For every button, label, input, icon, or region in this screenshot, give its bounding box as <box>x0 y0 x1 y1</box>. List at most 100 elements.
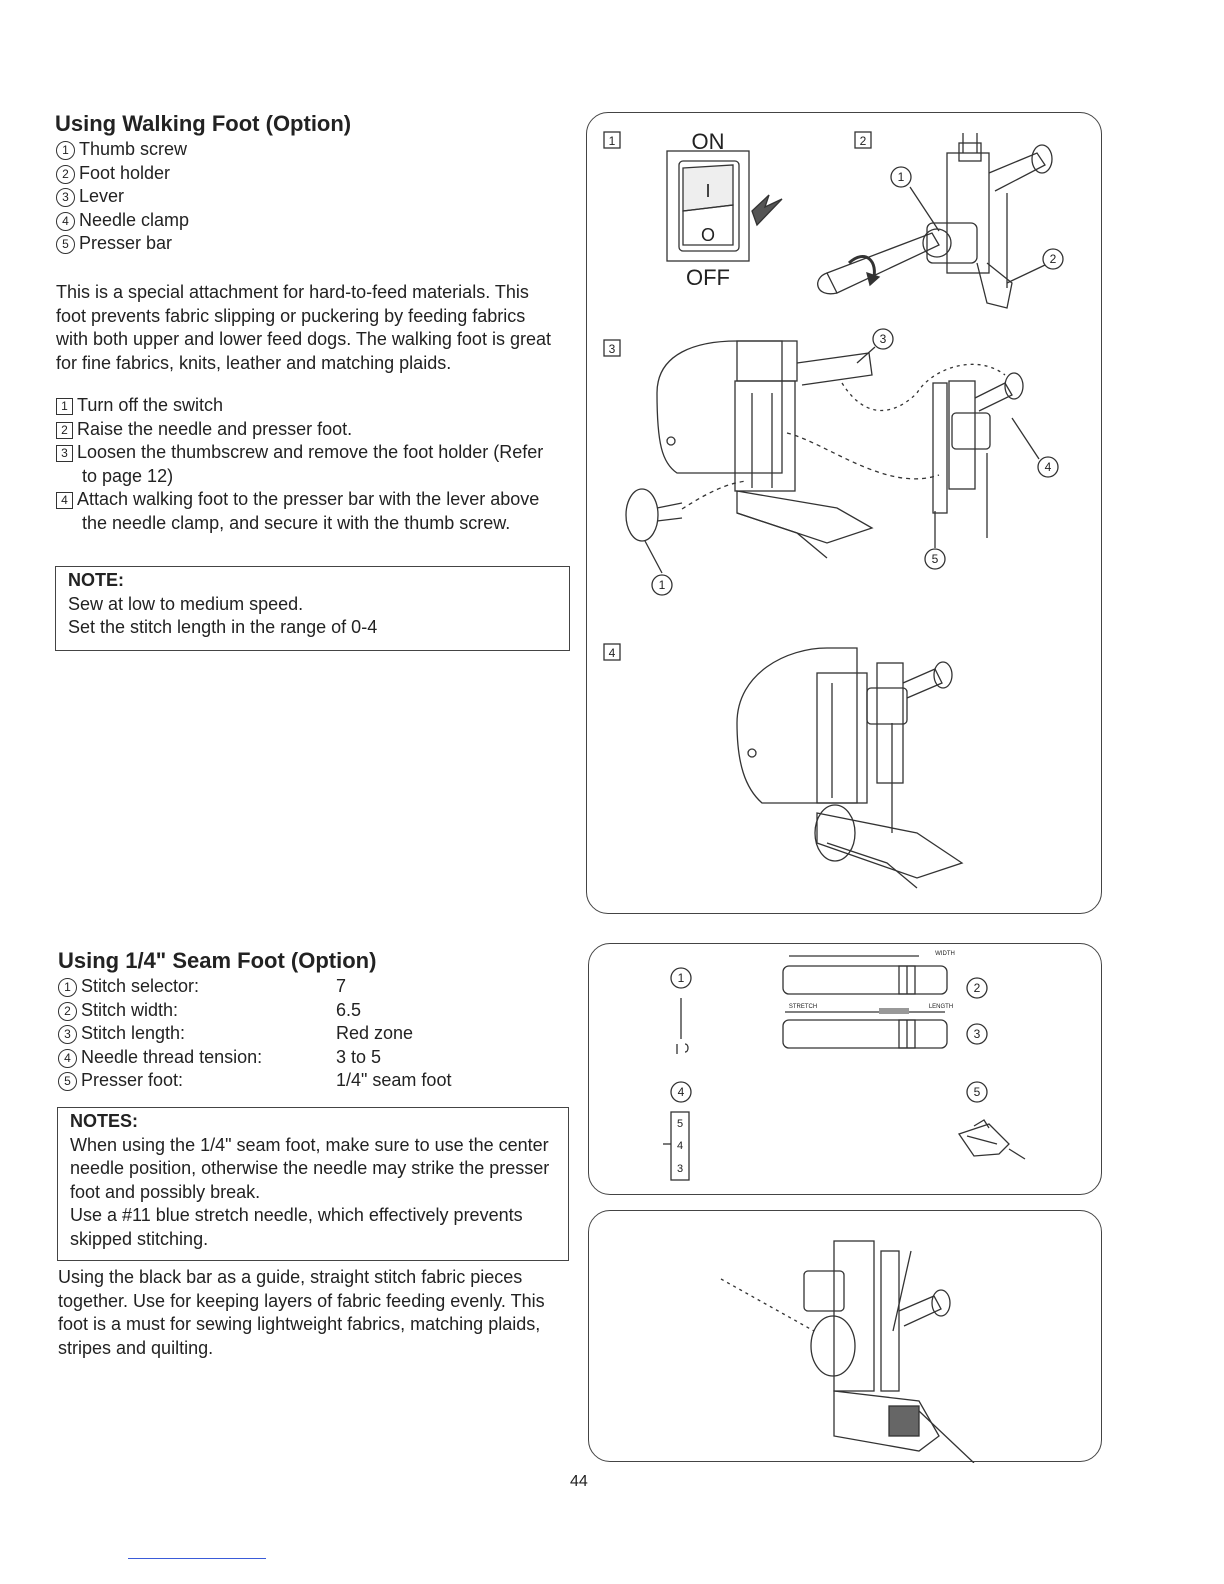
callout-4-icon <box>1037 456 1059 478</box>
callout-5-icon <box>924 548 946 570</box>
setting-value: 1/4" seam foot <box>336 1070 452 1090</box>
power-switch-icon <box>666 150 783 262</box>
callout-number: 3 <box>974 1027 981 1041</box>
walking-foot-attachment-icon <box>625 340 1024 559</box>
callout-1-icon <box>670 967 692 989</box>
setting-value: Red zone <box>336 1023 414 1043</box>
walking-foot-figure-panel: 1 2 3 4 ON OFF I O 1 2 3 4 5 1 <box>586 112 1102 914</box>
length-label: LENGTH <box>929 1004 953 1010</box>
callout-number: 1 <box>659 578 666 592</box>
step-box-1-icon <box>603 131 621 149</box>
setting-value: 6.5 <box>336 999 362 1020</box>
note-line: Use a #11 blue stretch needle, which eff… <box>70 1205 523 1249</box>
quarter-inch-seam-foot-icon <box>957 1119 1026 1160</box>
note-line: Set the stitch length in the range of 0-… <box>68 617 378 637</box>
step-label: 4 <box>609 646 616 660</box>
tension-dial-icon <box>670 1111 690 1181</box>
callout-number-icon: 4 <box>56 211 75 231</box>
seam-foot-description: Using the black bar as a guide, straight… <box>58 1267 545 1358</box>
callout-number: 5 <box>932 552 939 566</box>
note-line: When using the 1/4" seam foot, make sure… <box>70 1134 550 1202</box>
callout-4-icon <box>670 1081 692 1103</box>
screwdriver-icon <box>817 232 940 295</box>
step-box-3-icon <box>603 339 621 357</box>
seam-foot-notes-box: NOTES: When using the 1/4" seam foot, ma… <box>57 1107 569 1261</box>
callout-1b-icon <box>651 574 673 596</box>
part-label: Needle clamp <box>79 209 190 230</box>
setting-value: 7 <box>336 976 347 996</box>
walking-foot-title: Using Walking Foot (Option) <box>55 111 352 136</box>
step-number-icon: 1 <box>56 398 73 415</box>
length-slider-icon <box>782 1019 948 1049</box>
tension-value: 5 <box>677 1118 683 1130</box>
callout-number: 4 <box>678 1085 685 1099</box>
callout-number-icon: 3 <box>58 1025 77 1044</box>
step-label: 3 <box>609 342 616 356</box>
callout-number-icon: 5 <box>58 1072 77 1091</box>
part-label: Lever <box>79 186 125 206</box>
step-number-icon: 3 <box>56 445 73 462</box>
setting-label: Presser foot: <box>81 1070 184 1090</box>
step-label: 1 <box>609 134 616 148</box>
callout-number-icon: 1 <box>56 141 75 160</box>
callout-5-icon <box>966 1081 988 1103</box>
part-label: Thumb screw <box>79 139 188 159</box>
seam-foot-title: Using 1/4" Seam Foot (Option) <box>58 948 377 973</box>
stretch-label: STRETCH <box>789 1004 817 1010</box>
width-label: WIDTH <box>935 951 955 957</box>
callout-number: 4 <box>1045 460 1052 474</box>
callout-1-icon <box>890 166 912 188</box>
step-label: 2 <box>860 134 867 148</box>
callout-number-icon: 5 <box>56 235 75 254</box>
walking-foot-note-box: NOTE: Sew at low to medium speed. Set th… <box>55 566 570 651</box>
setting-label: Stitch selector: <box>81 976 200 996</box>
step-text: Loosen the thumbscrew and remove the foo… <box>77 442 544 486</box>
callout-number-icon: 1 <box>58 978 77 997</box>
step-text: Raise the needle and presser foot. <box>77 418 353 439</box>
walking-foot-description: This is a special attachment for hard-to… <box>56 282 551 373</box>
page-number: 44 <box>570 1473 588 1490</box>
callout-number: 1 <box>898 170 905 184</box>
switch-i-label: I <box>705 181 710 201</box>
step-text: Turn off the switch <box>77 395 224 415</box>
seam-foot-sewing-illustration <box>720 1240 975 1463</box>
seam-foot-settings-panel: 1 2 3 4 5 5 4 3 WIDTH STRETCH LENGTH <box>588 943 1102 1195</box>
setting-value: 3 to 5 <box>336 1046 382 1067</box>
switch-on-label: ON <box>692 129 725 154</box>
callout-number: 3 <box>880 332 887 346</box>
callout-number-icon: 2 <box>56 164 75 184</box>
callout-number: 2 <box>974 981 981 995</box>
callout-number-icon: 2 <box>58 1001 77 1021</box>
seam-foot-settings-illustration: 1 2 3 4 5 5 4 3 WIDTH STRETCH LENGTH <box>663 951 1026 1181</box>
callout-number-icon: 3 <box>56 188 75 207</box>
walking-foot-installed-icon <box>736 647 964 889</box>
callout-number-icon: 4 <box>58 1048 77 1068</box>
seam-foot-sewing-panel <box>588 1210 1102 1463</box>
note-title: NOTE: <box>68 570 124 590</box>
setting-label: Needle thread tension: <box>81 1046 263 1067</box>
step-text: Attach walking foot to the presser bar w… <box>77 489 540 533</box>
callout-number: 5 <box>974 1085 981 1099</box>
switch-off-label: OFF <box>686 265 730 290</box>
tension-value: 3 <box>677 1163 683 1175</box>
step-box-2-icon <box>854 131 872 149</box>
setting-label: Stitch width: <box>81 999 179 1020</box>
callout-number: 2 <box>1050 252 1057 266</box>
step-number-icon: 2 <box>56 421 73 439</box>
part-label: Foot holder <box>79 162 171 183</box>
